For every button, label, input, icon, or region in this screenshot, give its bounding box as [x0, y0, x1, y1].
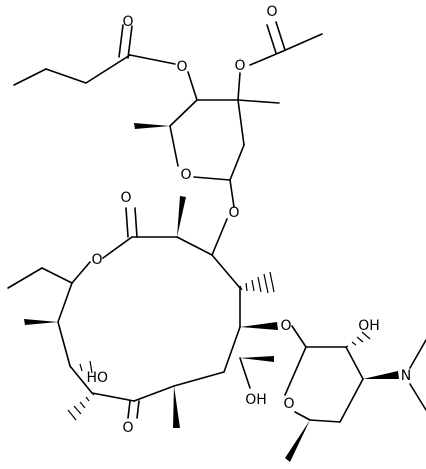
hydroxyl-desosamine: OH	[358, 318, 380, 334]
cladinose-ring-oxygen: O	[180, 167, 191, 183]
glycosidic-oxygen-cladinose: O	[228, 205, 239, 221]
lactone-carbonyl-oxygen: O	[120, 190, 131, 206]
desosamine-sugar	[284, 325, 426, 462]
macrolactone-ring	[57, 207, 241, 419]
lactone-ring-oxygen: O	[91, 252, 102, 268]
hydroxyl-c6: OH	[245, 392, 267, 408]
propionate-carbonyl-oxygen: O	[122, 14, 133, 30]
hydroxyl-c11: HO	[86, 370, 108, 386]
propionate-ester	[13, 24, 198, 101]
propionate-ester-oxygen: O	[176, 59, 187, 75]
acetate-carbonyl-oxygen: O	[266, 4, 277, 20]
ketone-oxygen: O	[122, 420, 133, 436]
acetate-ester	[237, 21, 323, 101]
cladinose-sugar	[134, 99, 280, 208]
acetate-ester-oxygen: O	[234, 58, 245, 74]
macrolactone-substituents	[7, 196, 278, 428]
dimethylamino-nitrogen: N	[401, 368, 411, 384]
desosamine-ring-oxygen: O	[283, 396, 294, 412]
atom-labels: O O O O O O O O HO O OH O OH O N	[86, 4, 411, 436]
glycosidic-oxygen-desosamine: O	[280, 318, 291, 334]
